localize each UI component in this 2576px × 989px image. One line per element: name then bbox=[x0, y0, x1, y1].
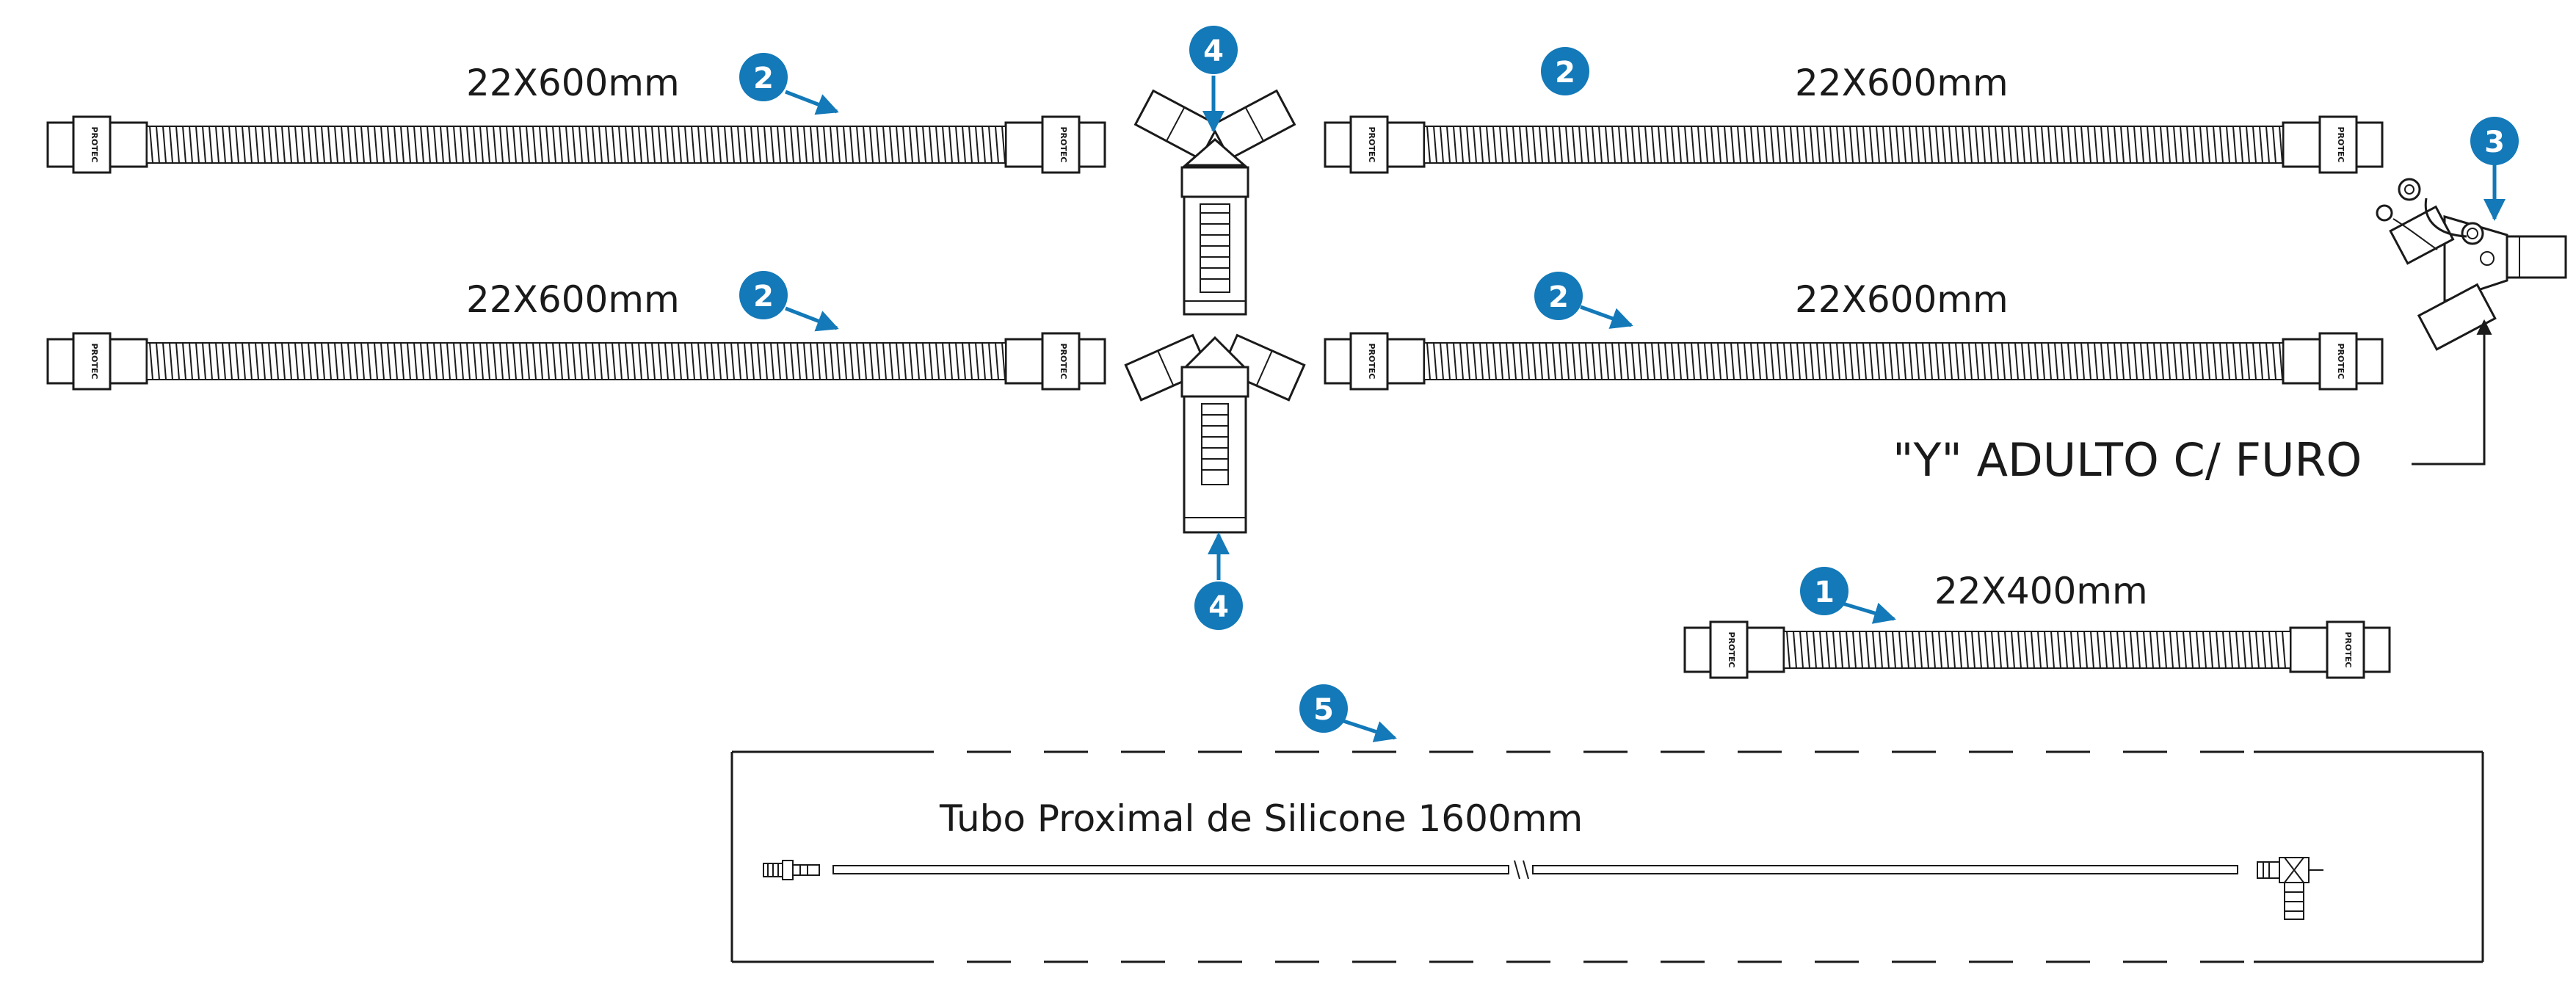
tube-cuff bbox=[2318, 332, 2358, 391]
tube-cuff bbox=[72, 115, 112, 174]
tube-cuff bbox=[1349, 115, 1389, 174]
corrugated-tube: PROTEC PROTEC bbox=[1324, 332, 2384, 391]
svg-text:5: 5 bbox=[1313, 693, 1334, 727]
svg-text:3: 3 bbox=[2484, 126, 2505, 159]
item-badge: 2 bbox=[739, 53, 788, 101]
svg-text:4: 4 bbox=[1203, 35, 1224, 68]
svg-text:2: 2 bbox=[1555, 56, 1575, 90]
tube-cuff bbox=[1709, 620, 1749, 679]
tube-ribs bbox=[1786, 631, 2286, 669]
tube-end-cap bbox=[1078, 121, 1106, 168]
cuff-brand-text: PROTEC bbox=[90, 344, 99, 380]
pointer-arrow bbox=[1343, 719, 1397, 742]
tube-ribs bbox=[149, 342, 1006, 380]
cuff-brand-text: PROTEC bbox=[2336, 127, 2345, 163]
tube-end-cap bbox=[1683, 626, 1712, 673]
tube-collar bbox=[1386, 121, 1426, 168]
svg-text:4: 4 bbox=[1208, 590, 1229, 624]
tube-end-cap bbox=[1324, 121, 1352, 168]
item-badge: 2 bbox=[739, 271, 788, 319]
callout-leader bbox=[2412, 319, 2492, 465]
corrugated-tube: PROTEC PROTEC bbox=[46, 332, 1106, 391]
corrugated-tube: PROTEC PROTEC bbox=[1324, 115, 2384, 174]
cuff-brand-text: PROTEC bbox=[1059, 127, 1068, 163]
svg-text:2: 2 bbox=[753, 62, 774, 95]
tube-body bbox=[1423, 342, 2284, 380]
tube-600-top-right: 22X600mm PROTEC PROTEC 2 bbox=[1324, 47, 2384, 174]
cuff-brand-text: PROTEC bbox=[1059, 344, 1068, 380]
tube-length-label: 22X600mm bbox=[1795, 62, 2009, 104]
item-badge: 2 bbox=[1541, 47, 1589, 95]
tube-cuff bbox=[1041, 115, 1081, 174]
tube-400: 22X400mm PROTEC PROTEC 1 bbox=[1683, 567, 2391, 679]
item-badge: 4 bbox=[1194, 582, 1243, 630]
item-badge: 3 bbox=[2470, 117, 2519, 165]
tube-600-mid-left: 22X600mm PROTEC PROTEC 2 bbox=[46, 271, 1106, 391]
corrugated-tube: PROTEC PROTEC bbox=[1683, 620, 2391, 679]
tube-collar bbox=[1746, 626, 1785, 673]
cuff-brand-text: PROTEC bbox=[1727, 632, 1736, 668]
tube-600-mid-right: 22X600mm PROTEC PROTEC 2 bbox=[1324, 272, 2384, 391]
tube-cuff bbox=[2326, 620, 2365, 679]
proximal-right-connector bbox=[2257, 857, 2323, 920]
tube-ribs bbox=[149, 126, 1006, 164]
tube-collar bbox=[1004, 338, 1044, 385]
svg-text:2: 2 bbox=[1548, 280, 1569, 314]
pointer-arrow bbox=[1842, 601, 1896, 624]
cuff-brand-text: PROTEC bbox=[2343, 632, 2353, 668]
tube-end-cap bbox=[46, 338, 75, 385]
cuff-brand-text: PROTEC bbox=[90, 127, 99, 163]
tube-collar bbox=[2289, 626, 2329, 673]
tube-ribs bbox=[1426, 342, 2283, 380]
tube-ribs bbox=[1426, 126, 2283, 164]
y-connector-label: "Y" ADULTO C/ FURO bbox=[1893, 433, 2362, 487]
tube-end-cap bbox=[46, 121, 75, 168]
tube-600-top-left: 22X600mm PROTEC PROTEC 2 bbox=[46, 53, 1106, 174]
proximal-tube-label: Tubo Proximal de Silicone 1600mm bbox=[939, 797, 1583, 840]
tube-collar bbox=[1386, 338, 1426, 385]
pointer-arrow bbox=[785, 90, 839, 115]
tube-collar bbox=[2282, 338, 2321, 385]
tube-length-label: 22X600mm bbox=[1795, 278, 2009, 321]
cuff-brand-text: PROTEC bbox=[2336, 344, 2345, 380]
item-badge: 1 bbox=[1800, 567, 1848, 615]
water-trap-top: 4 bbox=[1133, 26, 1296, 316]
tube-length-label: 22X600mm bbox=[466, 278, 680, 321]
tube-cuff bbox=[2318, 115, 2358, 174]
tube-end-cap bbox=[2355, 121, 2384, 168]
tube-collar bbox=[2282, 121, 2321, 168]
tube-end-cap bbox=[2362, 626, 2391, 673]
item-badge: 2 bbox=[1534, 272, 1583, 320]
svg-text:2: 2 bbox=[753, 280, 774, 314]
svg-text:1: 1 bbox=[1814, 576, 1835, 609]
tube-length-label: 22X600mm bbox=[466, 62, 680, 104]
tube-end-cap bbox=[1078, 338, 1106, 385]
item-badge: 4 bbox=[1189, 26, 1238, 74]
pointer-arrow bbox=[785, 306, 839, 332]
tube-collar bbox=[1004, 121, 1044, 168]
tube-end-cap bbox=[2355, 338, 2384, 385]
tube-end-cap bbox=[1324, 338, 1352, 385]
corrugated-tube: PROTEC PROTEC bbox=[46, 115, 1106, 174]
tube-collar bbox=[109, 338, 148, 385]
proximal-line-box: Tubo Proximal de Silicone 1600mm bbox=[730, 684, 2484, 963]
pointer-arrow bbox=[1580, 305, 1633, 329]
proximal-left-connector bbox=[763, 860, 820, 880]
tube-length-label: 22X400mm bbox=[1934, 570, 2148, 612]
water-trap-bottom: 4 bbox=[1124, 333, 1306, 630]
item-badge: 5 bbox=[1299, 684, 1348, 733]
cuff-brand-text: PROTEC bbox=[1367, 344, 1376, 380]
y-connector: 3 "Y" ADULTO C/ FURO bbox=[1893, 117, 2567, 487]
cuff-brand-text: PROTEC bbox=[1367, 127, 1376, 163]
tube-collar bbox=[109, 121, 148, 168]
